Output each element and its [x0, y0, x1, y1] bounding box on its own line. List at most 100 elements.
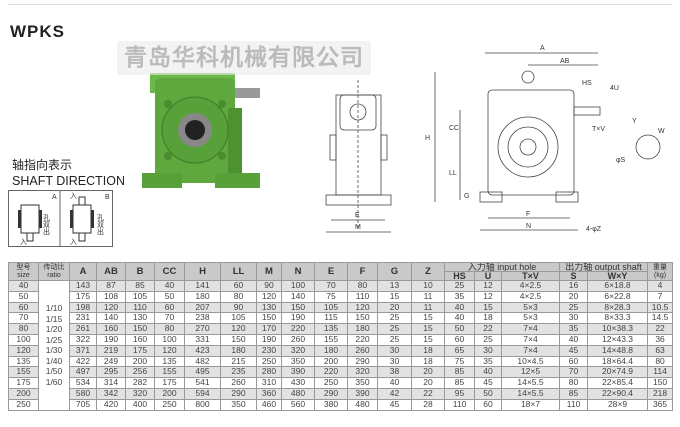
table-cell: 310 [256, 377, 282, 389]
col-h: H [184, 262, 221, 281]
col-weight: 重量(kg) [647, 262, 674, 281]
table-cell: 18 [411, 355, 445, 368]
table-cell: 50 [444, 323, 475, 335]
table-cell: 75 [314, 290, 348, 303]
table-cell: 14×48.8 [587, 344, 649, 357]
table-cell: 135 [8, 355, 39, 368]
table-cell: 60 [559, 355, 589, 368]
table-cell: 7×4 [500, 344, 561, 357]
table-cell: 120 [347, 301, 378, 314]
table-cell: 110 [559, 398, 589, 411]
table-cell: 95 [444, 387, 475, 400]
table-cell: 180 [184, 290, 221, 303]
table-cell: 250 [256, 355, 282, 368]
table-cell: 231 [69, 312, 97, 325]
table-cell: 30 [474, 344, 502, 357]
table-cell: 261 [69, 323, 97, 335]
col-ratio-en: ratio [47, 271, 61, 279]
table-cell: 250 [154, 398, 185, 411]
table-cell: 130 [125, 312, 155, 325]
table-cell: 380 [314, 398, 348, 411]
output-shaft-group: 出力轴 output shaft [559, 262, 649, 272]
table-cell: 80 [559, 377, 589, 389]
dim-e: E [355, 212, 360, 219]
table-cell: 150 [220, 333, 257, 346]
table-cell: 22×85.4 [587, 377, 649, 389]
table-cell: 150 [281, 301, 315, 314]
table-cell: 80 [8, 323, 39, 335]
dim-txv: T×V [592, 126, 605, 133]
dim-g: G [464, 193, 469, 200]
table-cell: 25 [559, 301, 589, 314]
table-cell: 220 [314, 366, 348, 379]
col-z: Z [411, 262, 445, 281]
dim-cc: CC [449, 125, 459, 132]
table-cell: 80 [220, 290, 257, 303]
table-cell: 260 [281, 333, 315, 346]
table-cell: 423 [184, 344, 221, 357]
table-cell: 200 [8, 387, 39, 400]
table-cell: 35 [559, 323, 589, 335]
table-cell: 40 [377, 377, 412, 389]
table-cell: 135 [314, 323, 348, 335]
table-cell: 22 [647, 323, 674, 335]
table-cell: 220 [281, 323, 315, 335]
col-ll: LL [220, 262, 257, 281]
table-cell: 22 [474, 323, 502, 335]
table-cell: 495 [184, 366, 221, 379]
table-cell: 249 [96, 355, 126, 368]
direction-b-input-top: 入 [70, 192, 77, 200]
table-cell: 135 [154, 355, 185, 368]
col-u: U [474, 271, 502, 281]
col-weight-cn: 重量 [653, 263, 668, 271]
table-cell: 12×5 [500, 366, 561, 379]
table-cell: 100 [8, 333, 39, 346]
table-cell: 4×2.5 [500, 280, 561, 292]
table-cell: 238 [184, 312, 221, 325]
table-cell: 230 [256, 344, 282, 357]
page-title: WPKS [10, 22, 65, 41]
table-cell: 110 [125, 301, 155, 314]
table-cell: 390 [347, 387, 378, 400]
table-cell: 422 [69, 355, 97, 368]
table-cell: 800 [184, 398, 221, 411]
table-cell: 12 [474, 280, 502, 292]
table-cell: 42 [377, 387, 412, 400]
table-cell: 100 [154, 333, 185, 346]
table-cell: 4×2.5 [500, 290, 561, 303]
dim-a: A [540, 45, 545, 52]
col-txv: T×V [500, 271, 561, 281]
table-cell: 400 [125, 398, 155, 411]
col-hs: HS [444, 271, 475, 281]
table-cell: 155 [314, 333, 348, 346]
dim-m: M [355, 224, 361, 231]
table-cell: 10 [411, 280, 445, 292]
table-cell: 63 [647, 344, 674, 357]
table-cell: 260 [220, 377, 257, 389]
dim-ll: LL [449, 170, 457, 177]
dim-s: φS [616, 157, 626, 164]
table-cell: 60 [8, 301, 39, 314]
table-cell: 70 [559, 366, 589, 379]
table-cell: 480 [281, 387, 315, 400]
dim-y: Y [632, 118, 637, 125]
table-cell: 90 [256, 280, 282, 292]
col-cc: CC [154, 262, 185, 281]
table-cell: 594 [184, 387, 221, 400]
table-cell: 60 [220, 280, 257, 292]
table-cell: 200 [154, 387, 185, 400]
table-cell: 320 [125, 387, 155, 400]
dim-w: W [658, 128, 665, 135]
table-cell: 390 [281, 366, 315, 379]
col-m: M [256, 262, 282, 281]
dim-f: F [526, 211, 530, 218]
table-cell: 175 [8, 377, 39, 389]
table-cell: 290 [220, 387, 257, 400]
col-size-cn: 型号 [16, 263, 31, 271]
table-cell: 200 [125, 355, 155, 368]
ratio-cell: 1/10 1/15 1/20 1/25 1/30 1/40 1/50 1/60 [38, 280, 70, 411]
